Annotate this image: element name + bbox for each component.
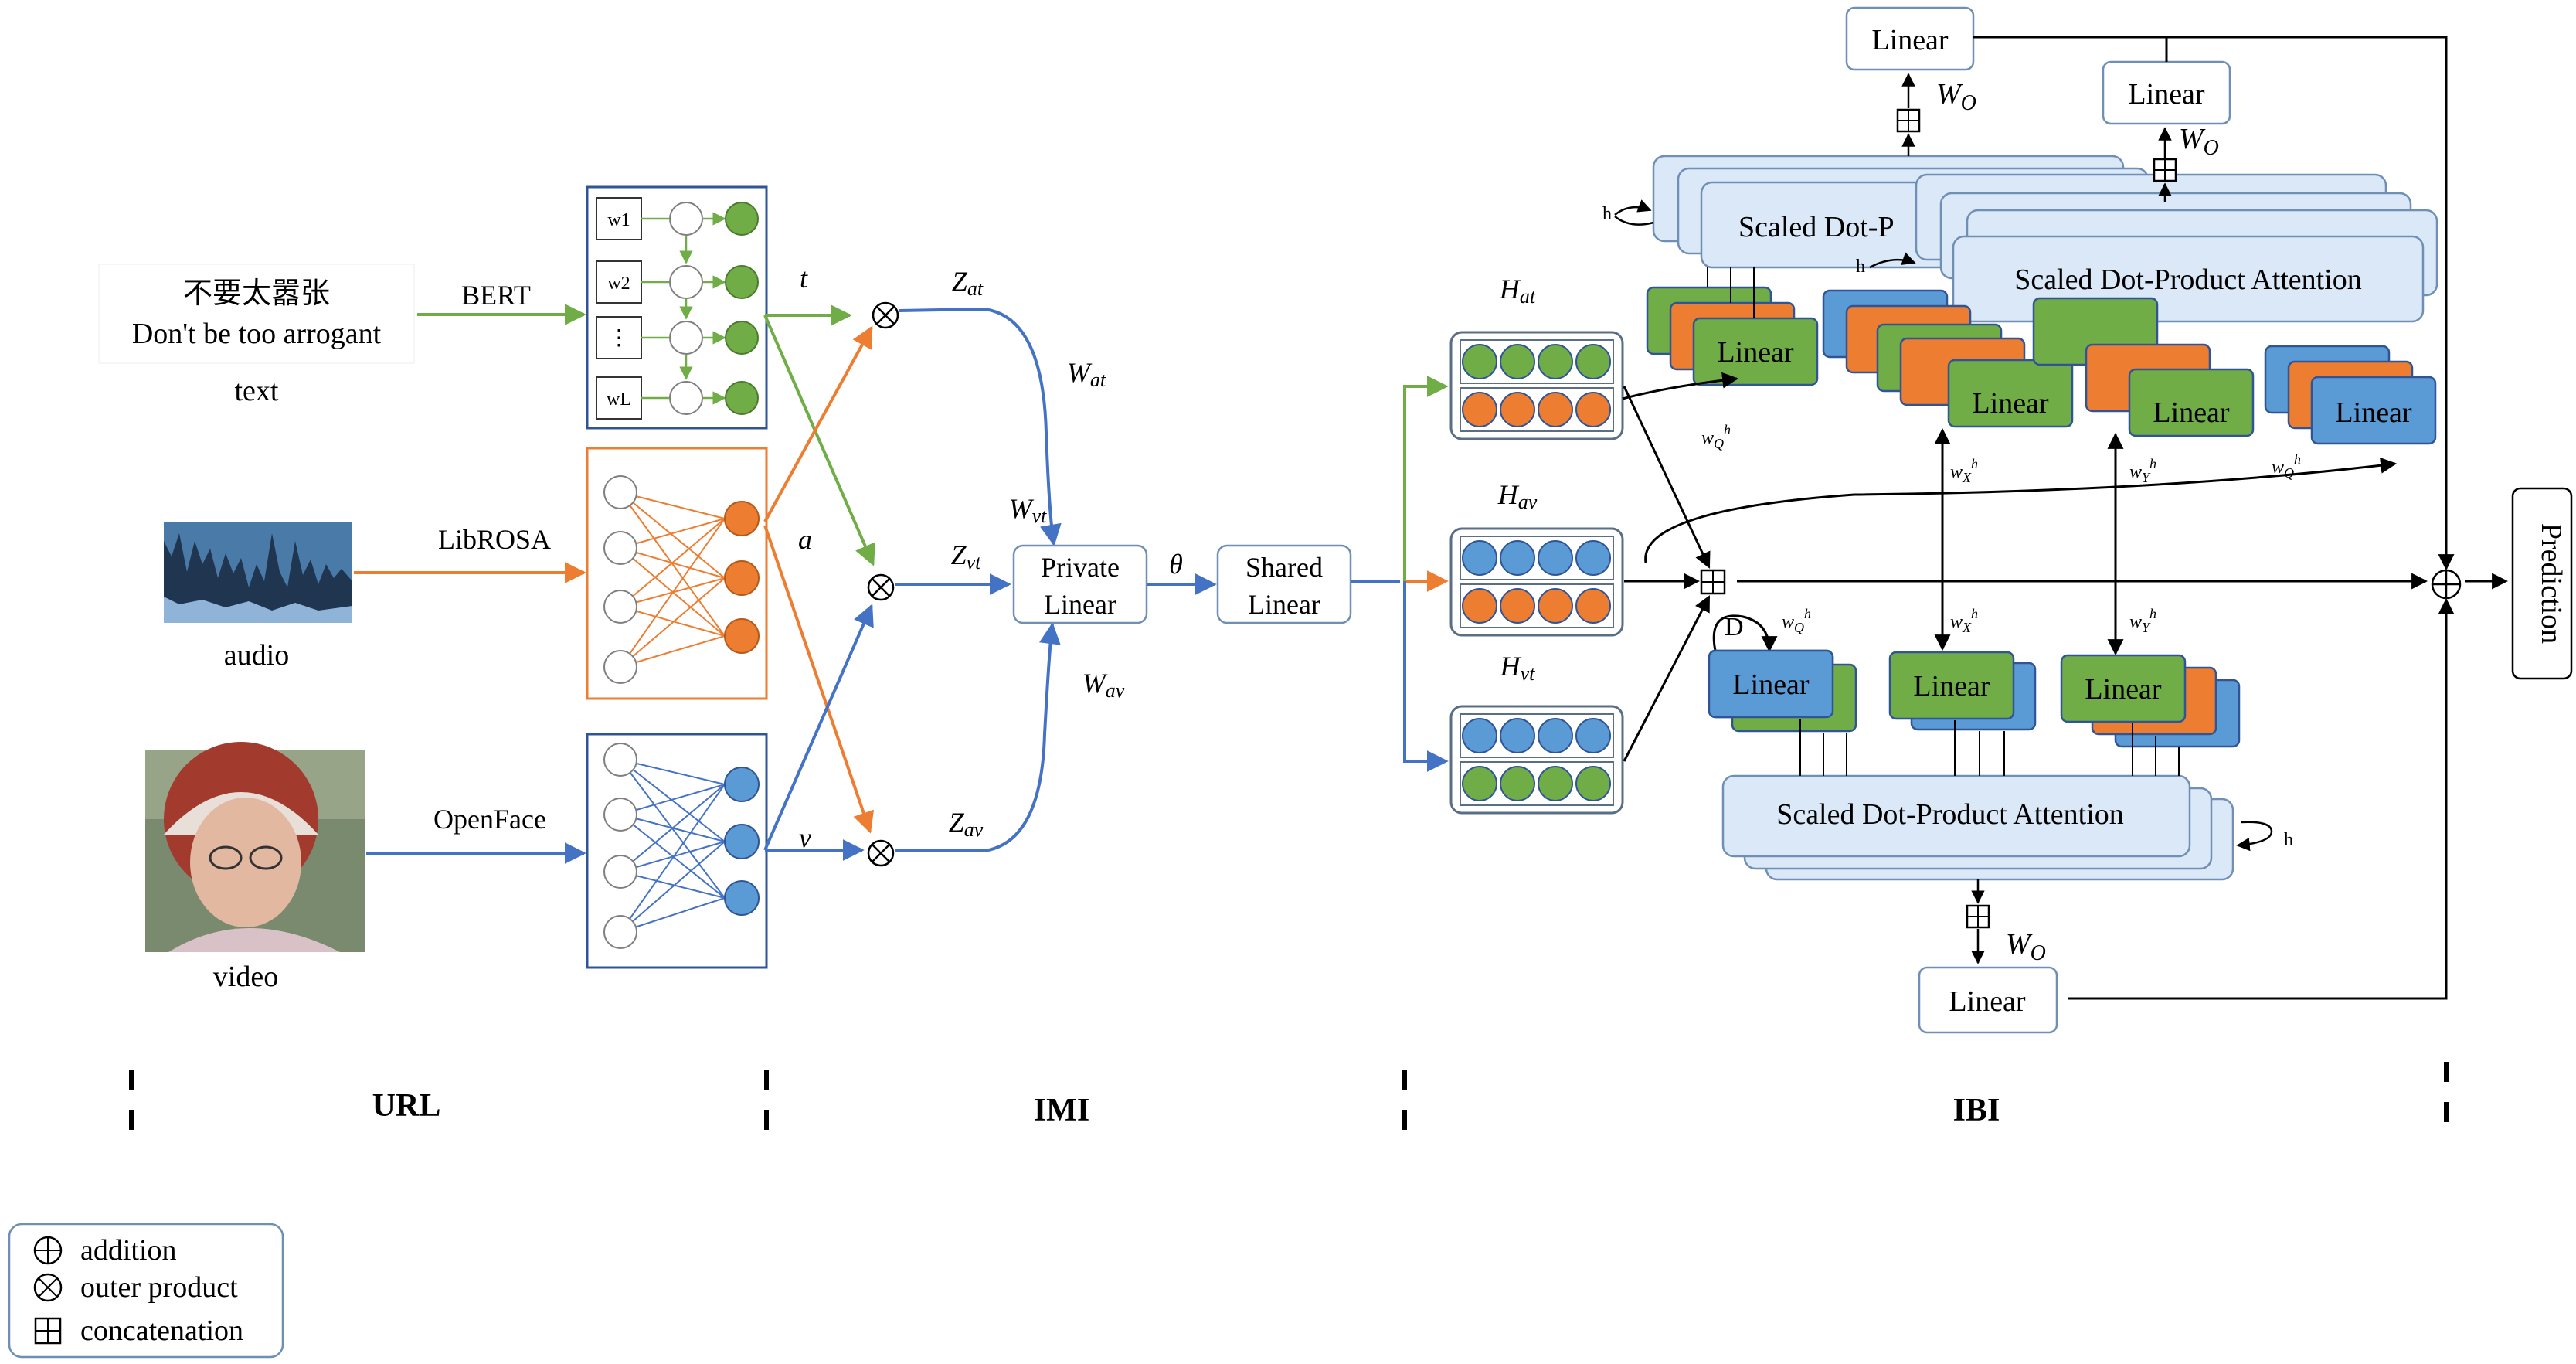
z-arrows (895, 308, 1062, 852)
label-z-at: Zat (952, 266, 984, 300)
lower-d-loop: D (1712, 613, 1778, 653)
linear-stacks-upper-right: Linear Linear Linear (1822, 289, 2437, 445)
h-av-block: Hav (1449, 479, 1624, 637)
token-boxes: w1 w2 ⋮ wL (596, 197, 642, 420)
shared-linear-line1: Shared (1246, 552, 1323, 583)
text-label: text (235, 375, 279, 407)
audio-network (586, 447, 768, 700)
text-english: Don't be too arrogant (132, 318, 382, 350)
w-o-bottom: WO (2006, 928, 2046, 965)
private-linear-line2: Linear (1044, 589, 1116, 620)
label-z-av: Zav (949, 807, 984, 841)
concatenation-legend-icon (34, 1317, 62, 1345)
label-w-vt: Wvt (1009, 493, 1048, 527)
label-theta: θ (1169, 549, 1183, 580)
bottom-output: WO Linear (1918, 879, 2058, 1034)
svg-text:wYh: wYh (2129, 456, 2156, 485)
svg-text:wQh: wQh (2272, 451, 2301, 481)
outer-product-legend-icon (33, 1273, 63, 1302)
openface-label: OpenFace (433, 804, 546, 835)
svg-text:wXh: wXh (1950, 606, 1978, 635)
label-v: v (799, 822, 811, 853)
audio-input: audio (164, 522, 352, 672)
label-a: a (798, 524, 812, 555)
audio-label: audio (224, 639, 289, 672)
w-o-top-right: WO (2179, 123, 2219, 160)
bert-label: BERT (461, 280, 531, 311)
h-label-lower: h (2284, 830, 2293, 850)
shared-linear-line2: Linear (1248, 589, 1320, 620)
librosa-label: LibROSA (438, 524, 551, 555)
sdpa-upper-right-label: Scaled Dot-Product Attention (2014, 264, 2362, 296)
linear-upper-right-label-3: Linear (2335, 396, 2412, 429)
section-ibi: IBI (1953, 1093, 2000, 1128)
token-wl: wL (607, 389, 631, 410)
prediction-label: Prediction (2535, 523, 2568, 644)
svg-text:wYh: wYh (2129, 606, 2156, 635)
linear-upper-left-label: Linear (1717, 336, 1794, 369)
top-output-right: Linear WO (2102, 60, 2231, 202)
linear-lower-label-3: Linear (2085, 673, 2162, 706)
weight-labels: wQh wXh wYh wQh wQh wXh wYh (1701, 422, 2301, 635)
imi-crossing-arrows (763, 304, 875, 861)
outer-product-symbols (867, 301, 899, 867)
video-label: video (213, 961, 278, 993)
section-url: URL (372, 1088, 441, 1124)
bottom-linear-label: Linear (1949, 985, 2026, 1018)
label-w-av: Wav (1082, 668, 1125, 702)
section-imi: IMI (1034, 1093, 1089, 1128)
token-dots: ⋮ (608, 326, 630, 350)
prediction-box: Prediction (2511, 487, 2573, 680)
top-output-left: Linear WO (1845, 6, 1976, 156)
label-h-av: Hav (1497, 479, 1538, 513)
token-w2: w2 (607, 274, 630, 294)
attention-stack-lower: Scaled Dot-Product Attention h (1721, 719, 2293, 881)
w-o-top-left: WO (1936, 78, 1976, 115)
token-w1: w1 (607, 210, 630, 230)
shared-linear: Shared Linear (1216, 544, 1352, 624)
video-network (586, 733, 768, 969)
section-dividers (129, 1062, 2449, 1136)
linear-stack-upper-left: Linear (1646, 267, 1819, 386)
linear-upper-right-label-2: Linear (2153, 396, 2230, 429)
top-linear-right-label: Linear (2128, 78, 2205, 111)
private-linear: Private Linear (1012, 544, 1148, 624)
cross-links (1934, 427, 2124, 656)
sdpa-lower-label: Scaled Dot-Product Attention (1776, 798, 2124, 831)
legend-outer-product: outer product (80, 1271, 238, 1304)
label-h-vt: Hvt (1500, 651, 1536, 685)
text-chinese: 不要太嚣张 (183, 277, 330, 310)
legend-concatenation: concatenation (80, 1315, 243, 1347)
video-input: video (145, 742, 365, 993)
text-input: 不要太嚣张 Don't be too arrogant text (98, 264, 415, 407)
extractor-arrows: BERT LibROSA OpenFace (354, 280, 586, 864)
svg-text:wXh: wXh (1950, 456, 1978, 485)
label-z-vt: Zvt (951, 539, 982, 573)
label-h-at: Hat (1499, 274, 1536, 308)
addition-legend-icon (33, 1236, 63, 1265)
bert-encoder: w1 w2 ⋮ wL (586, 185, 768, 430)
linear-upper-right-label-1: Linear (1972, 387, 2049, 420)
linear-lower-label-1: Linear (1732, 668, 1810, 701)
sdpa-upper-left-label: Scaled Dot-P (1738, 211, 1895, 243)
svg-text:wQh: wQh (1782, 606, 1811, 635)
label-w-at: Wat (1067, 357, 1106, 391)
h-at-block: Hat (1449, 274, 1624, 440)
central-concat (1623, 386, 1726, 762)
linear-stacks-lower: Linear Linear Linear (1708, 649, 2241, 748)
output-connections (1737, 36, 2509, 1000)
audio-waveform (164, 533, 352, 623)
h-label-upper-left: h (1602, 204, 1612, 224)
legend: addition outer product concatenation (8, 1223, 284, 1359)
private-linear-line1: Private (1041, 552, 1120, 583)
top-linear-left-label: Linear (1871, 24, 1949, 56)
h-vt-block: Hvt (1449, 651, 1624, 815)
linear-lower-label-2: Linear (1913, 670, 1990, 702)
h-label-upper-right: h (1856, 257, 1865, 277)
legend-addition: addition (80, 1234, 177, 1267)
svg-text:wQh: wQh (1701, 422, 1731, 451)
label-t: t (800, 263, 808, 294)
final-addition (2431, 569, 2462, 600)
